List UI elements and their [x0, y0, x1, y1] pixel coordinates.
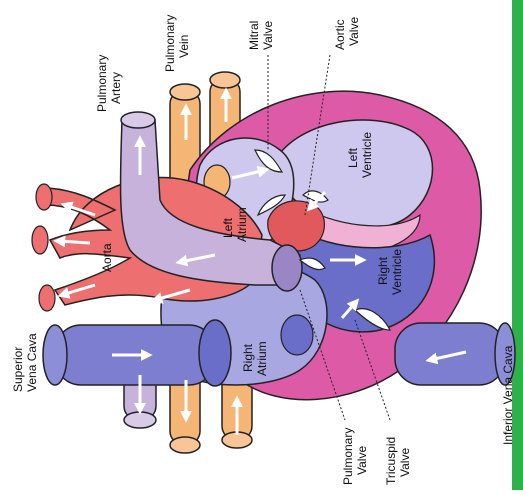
label-tricuspid-valve: Tricuspid Valve — [384, 433, 412, 485]
aorta-branch-end-2 — [32, 226, 48, 254]
pulmonary-valve-ring — [272, 245, 302, 291]
aorta-branch-end-1 — [36, 184, 52, 210]
superior-vena-cava — [43, 320, 231, 386]
label-pulmonary-vein: Pulmonary Vein — [163, 11, 191, 72]
label-aortic-valve: Aortic Valve — [333, 16, 361, 50]
label-pulmonary-artery: Pulmonary Artery — [95, 51, 123, 112]
coronary-sinus-opening — [281, 315, 313, 355]
label-right-atrium: Right Atrium — [241, 341, 269, 376]
label-aorta: Aorta — [100, 243, 114, 272]
pulmonary-artery-end — [121, 112, 155, 128]
label-inferior-vena-cava: Inferior Vena Cava — [501, 345, 515, 445]
label-mitral-valve: Mitral Valve — [247, 17, 275, 50]
label-superior-vena-cava: Superior Vena Cava — [11, 333, 39, 392]
aorta-branch-end-3 — [39, 285, 55, 311]
label-pulmonary-valve: Pulmonary Valve — [341, 424, 369, 485]
